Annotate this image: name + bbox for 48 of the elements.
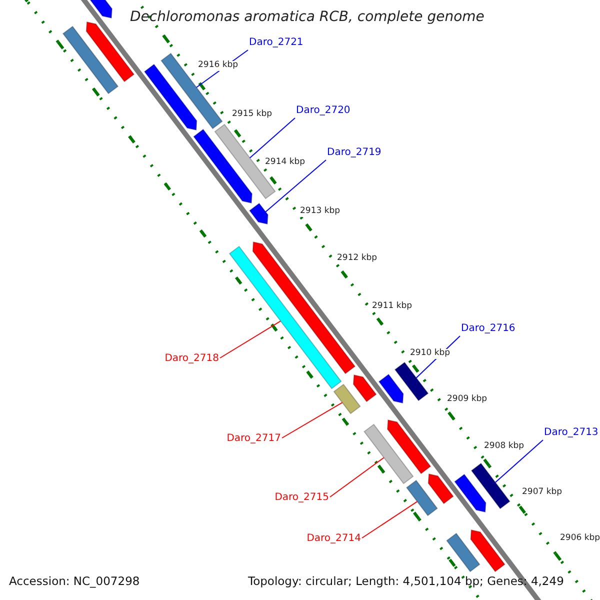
- gene-segment: [252, 241, 356, 374]
- info-text: Accession: NC_007298: [9, 575, 140, 588]
- scale-label: 2916 kbp: [198, 61, 238, 71]
- scale-label: 2907 kbp: [522, 488, 562, 498]
- gene-label: Daro_2719: [327, 147, 382, 158]
- gene-label: Daro_2717: [226, 433, 281, 444]
- gene-block: [364, 424, 414, 484]
- leader-line: [330, 457, 384, 498]
- gene-label: Daro_2716: [461, 323, 516, 334]
- leader-line: [220, 320, 282, 358]
- gene-block: [333, 384, 361, 414]
- scale-label: 2912 kbp: [337, 254, 378, 264]
- gene-block: [470, 462, 510, 510]
- leader-line: [265, 160, 326, 212]
- scale-label: 2914 kbp: [265, 158, 306, 168]
- diagram-title: Dechloromonas aromatica RCB, complete genome: [130, 9, 484, 26]
- gene-segment: [352, 374, 377, 402]
- gene-segment: [470, 529, 506, 572]
- gene-segment: [454, 474, 486, 513]
- scale-label: 2911 kbp: [372, 302, 412, 312]
- gene-label: Daro_2715: [274, 492, 329, 504]
- leader-line: [282, 402, 343, 438]
- gene-segment: [86, 21, 135, 82]
- scale-label: 2910 kbp: [410, 349, 450, 359]
- scale-label: 2915 kbp: [232, 110, 272, 120]
- leader-line: [249, 118, 296, 158]
- gene-label: Daro_2713: [544, 427, 598, 438]
- leader-line: [494, 440, 544, 483]
- gene-block: [160, 52, 223, 130]
- scale-label: 2913 kbp: [300, 207, 340, 217]
- gene-segment: [378, 374, 404, 404]
- gene-label: Daro_2718: [164, 353, 219, 364]
- gene-block: [446, 532, 480, 572]
- gene-segment: [387, 419, 432, 474]
- gene-label: Daro_2714: [306, 533, 361, 544]
- gene-block: [62, 26, 119, 94]
- gene-segment: [248, 202, 268, 225]
- gene-block: [394, 362, 429, 402]
- scale-label: 2908 kbp: [484, 442, 524, 452]
- scale-label: 2906 kbp: [560, 534, 600, 544]
- scale-label: 2909 kbp: [447, 395, 488, 405]
- gene-label: Daro_2721: [249, 37, 304, 48]
- gene-segment: [193, 128, 253, 204]
- gene-block: [406, 480, 438, 516]
- leader-line: [362, 501, 418, 538]
- gene-segment: [144, 64, 198, 131]
- gene-label: Daro_2720: [296, 105, 350, 116]
- gene-segment: [428, 473, 454, 504]
